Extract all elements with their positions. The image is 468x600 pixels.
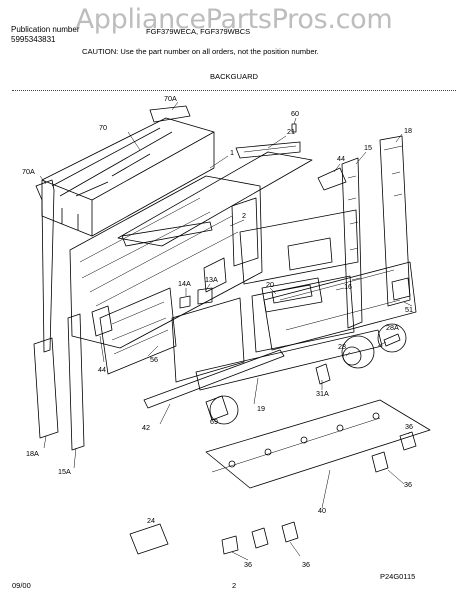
part-28-knob (342, 346, 362, 366)
watermark: AppliancePartsPros.com (75, 4, 393, 35)
callout-44-left: 44 (98, 365, 106, 374)
part-16-panel-face (251, 275, 355, 353)
part-36-knob-a (399, 431, 417, 451)
callout-14a: 14A (178, 279, 191, 288)
part-28a-callout-circle (377, 323, 407, 353)
callout-19: 19 (257, 404, 265, 413)
part-70a-strip (35, 179, 55, 353)
part-15a-strip (67, 313, 85, 451)
callout-44-top: 44 (337, 154, 345, 163)
callout-70: 70 (99, 123, 107, 132)
part-19-trim (195, 329, 383, 391)
part-70-top (41, 117, 215, 201)
callout-69: 69 (210, 417, 218, 426)
header-divider (12, 90, 456, 91)
callout-70a-left: 70A (22, 167, 35, 176)
callout-51: 51 (405, 305, 413, 314)
part-18a-end-cap (33, 337, 59, 439)
callout-18a: 18A (26, 449, 39, 458)
callout-21: 21 (287, 127, 295, 136)
callout-16: 16 (344, 282, 352, 291)
callout-36-right: 36 (404, 480, 412, 489)
part-13a-switch (197, 287, 213, 305)
callout-70a-top: 70A (164, 94, 177, 103)
callout-36-bottom-left: 36 (244, 560, 252, 569)
part-21-trim (235, 141, 301, 159)
part-inner-panel (171, 297, 245, 383)
callout-42: 42 (142, 423, 150, 432)
callout-labels: 70A 60 70 21 1 15 18 44 70A 2 14A 13A 20… (22, 94, 413, 569)
callout-1: 1 (230, 148, 234, 157)
publication-label: Publication number (11, 25, 80, 34)
callout-40: 40 (318, 506, 326, 515)
part-15-bracket (341, 157, 363, 329)
part-2-support-bar (121, 221, 213, 247)
callout-28: 28 (338, 342, 346, 351)
part-1-upper-panel (117, 151, 313, 247)
part-14a-switch (179, 295, 191, 309)
model-line: FGF379WECA, FGF379WBCS (146, 27, 251, 36)
part-70a-bracket (149, 105, 191, 123)
part-56-module (99, 287, 177, 375)
caution-note: CAUTION: Use the part number on all orde… (82, 47, 319, 56)
callout-18: 18 (404, 126, 412, 135)
part-60-screw (291, 123, 297, 133)
callout-24: 24 (147, 516, 155, 525)
callout-2: 2 (242, 211, 246, 220)
diagram-id: P24G0115 (380, 572, 416, 581)
part-36-knob-d (281, 521, 299, 543)
callout-13a: 13A (205, 275, 218, 284)
section-title: BACKGUARD (209, 72, 259, 81)
part-42-rail (143, 349, 285, 409)
page-number: 2 (232, 581, 237, 590)
part-20-clock (261, 277, 323, 313)
part-2-back-panel (69, 175, 263, 349)
callout-60: 60 (291, 109, 299, 118)
callout-56: 56 (150, 355, 158, 364)
part-40-lower-panel (205, 399, 431, 489)
publication-number: 5995343831 (11, 35, 56, 44)
part-36-knob-b (371, 451, 389, 473)
callout-36-bottom-right: 36 (302, 560, 310, 569)
callout-28a: 28A (386, 323, 399, 332)
footer-date: 09/00 (12, 581, 31, 590)
part-44-bracket (91, 305, 113, 337)
part-24-switch (129, 523, 169, 555)
part-36-knob-c (221, 535, 239, 555)
callout-31a: 31A (316, 389, 329, 398)
part-51-overlay (263, 261, 417, 351)
part-70-front (41, 180, 93, 237)
part-18-end-cap (379, 135, 411, 307)
part-31a-knob (315, 363, 331, 385)
part-44-clip (317, 167, 347, 191)
callout-36-upper: 36 (405, 422, 413, 431)
callout-15: 15 (364, 143, 372, 152)
callout-20: 20 (266, 280, 274, 289)
part-control-board (239, 209, 359, 285)
callout-15a: 15A (58, 467, 71, 476)
